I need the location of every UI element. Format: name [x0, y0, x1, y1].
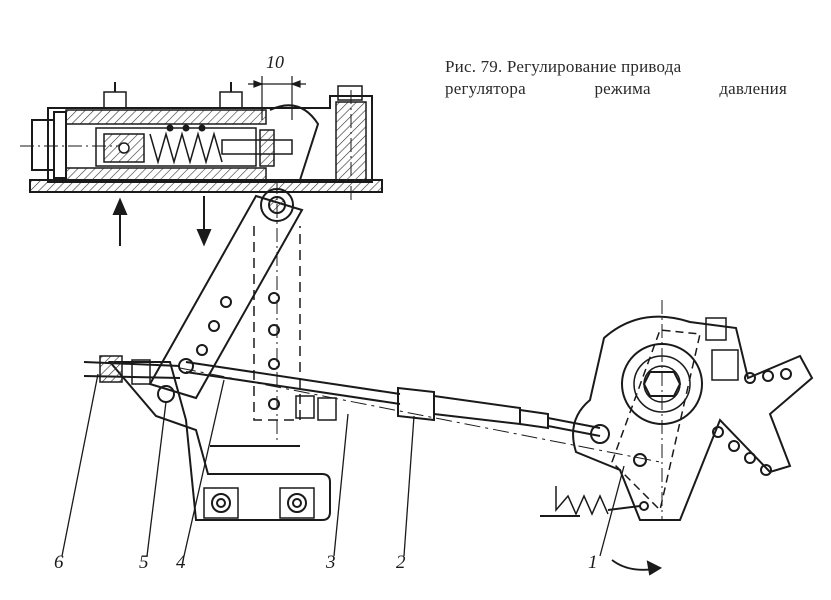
- valve-lever-assembly: [540, 300, 814, 576]
- adjustment-lever: [148, 180, 304, 440]
- dimension-label: 10: [266, 52, 284, 72]
- caption-word: регулятора: [445, 79, 526, 98]
- regulator-housing: [20, 82, 383, 247]
- figure-caption: Рис. 79. Регулирование привода регулятор…: [445, 56, 825, 100]
- callout-5: 5: [139, 552, 149, 573]
- caption-line-2: регулятора режима давления: [445, 78, 787, 100]
- mounting-bracket: [107, 361, 331, 521]
- callout-3: 3: [326, 552, 336, 573]
- callout-1: 1: [588, 552, 598, 573]
- caption-word: давления: [719, 79, 787, 98]
- caption-line-1: Рис. 79. Регулирование привода: [445, 57, 682, 76]
- linkage-rod: [83, 355, 661, 463]
- callout-6: 6: [54, 552, 64, 573]
- callout-4: 4: [176, 552, 186, 573]
- callout-2: 2: [396, 552, 406, 573]
- dimension-10-lines: [248, 76, 306, 120]
- callout-leaders: [61, 373, 625, 557]
- caption-word: режима: [594, 79, 651, 98]
